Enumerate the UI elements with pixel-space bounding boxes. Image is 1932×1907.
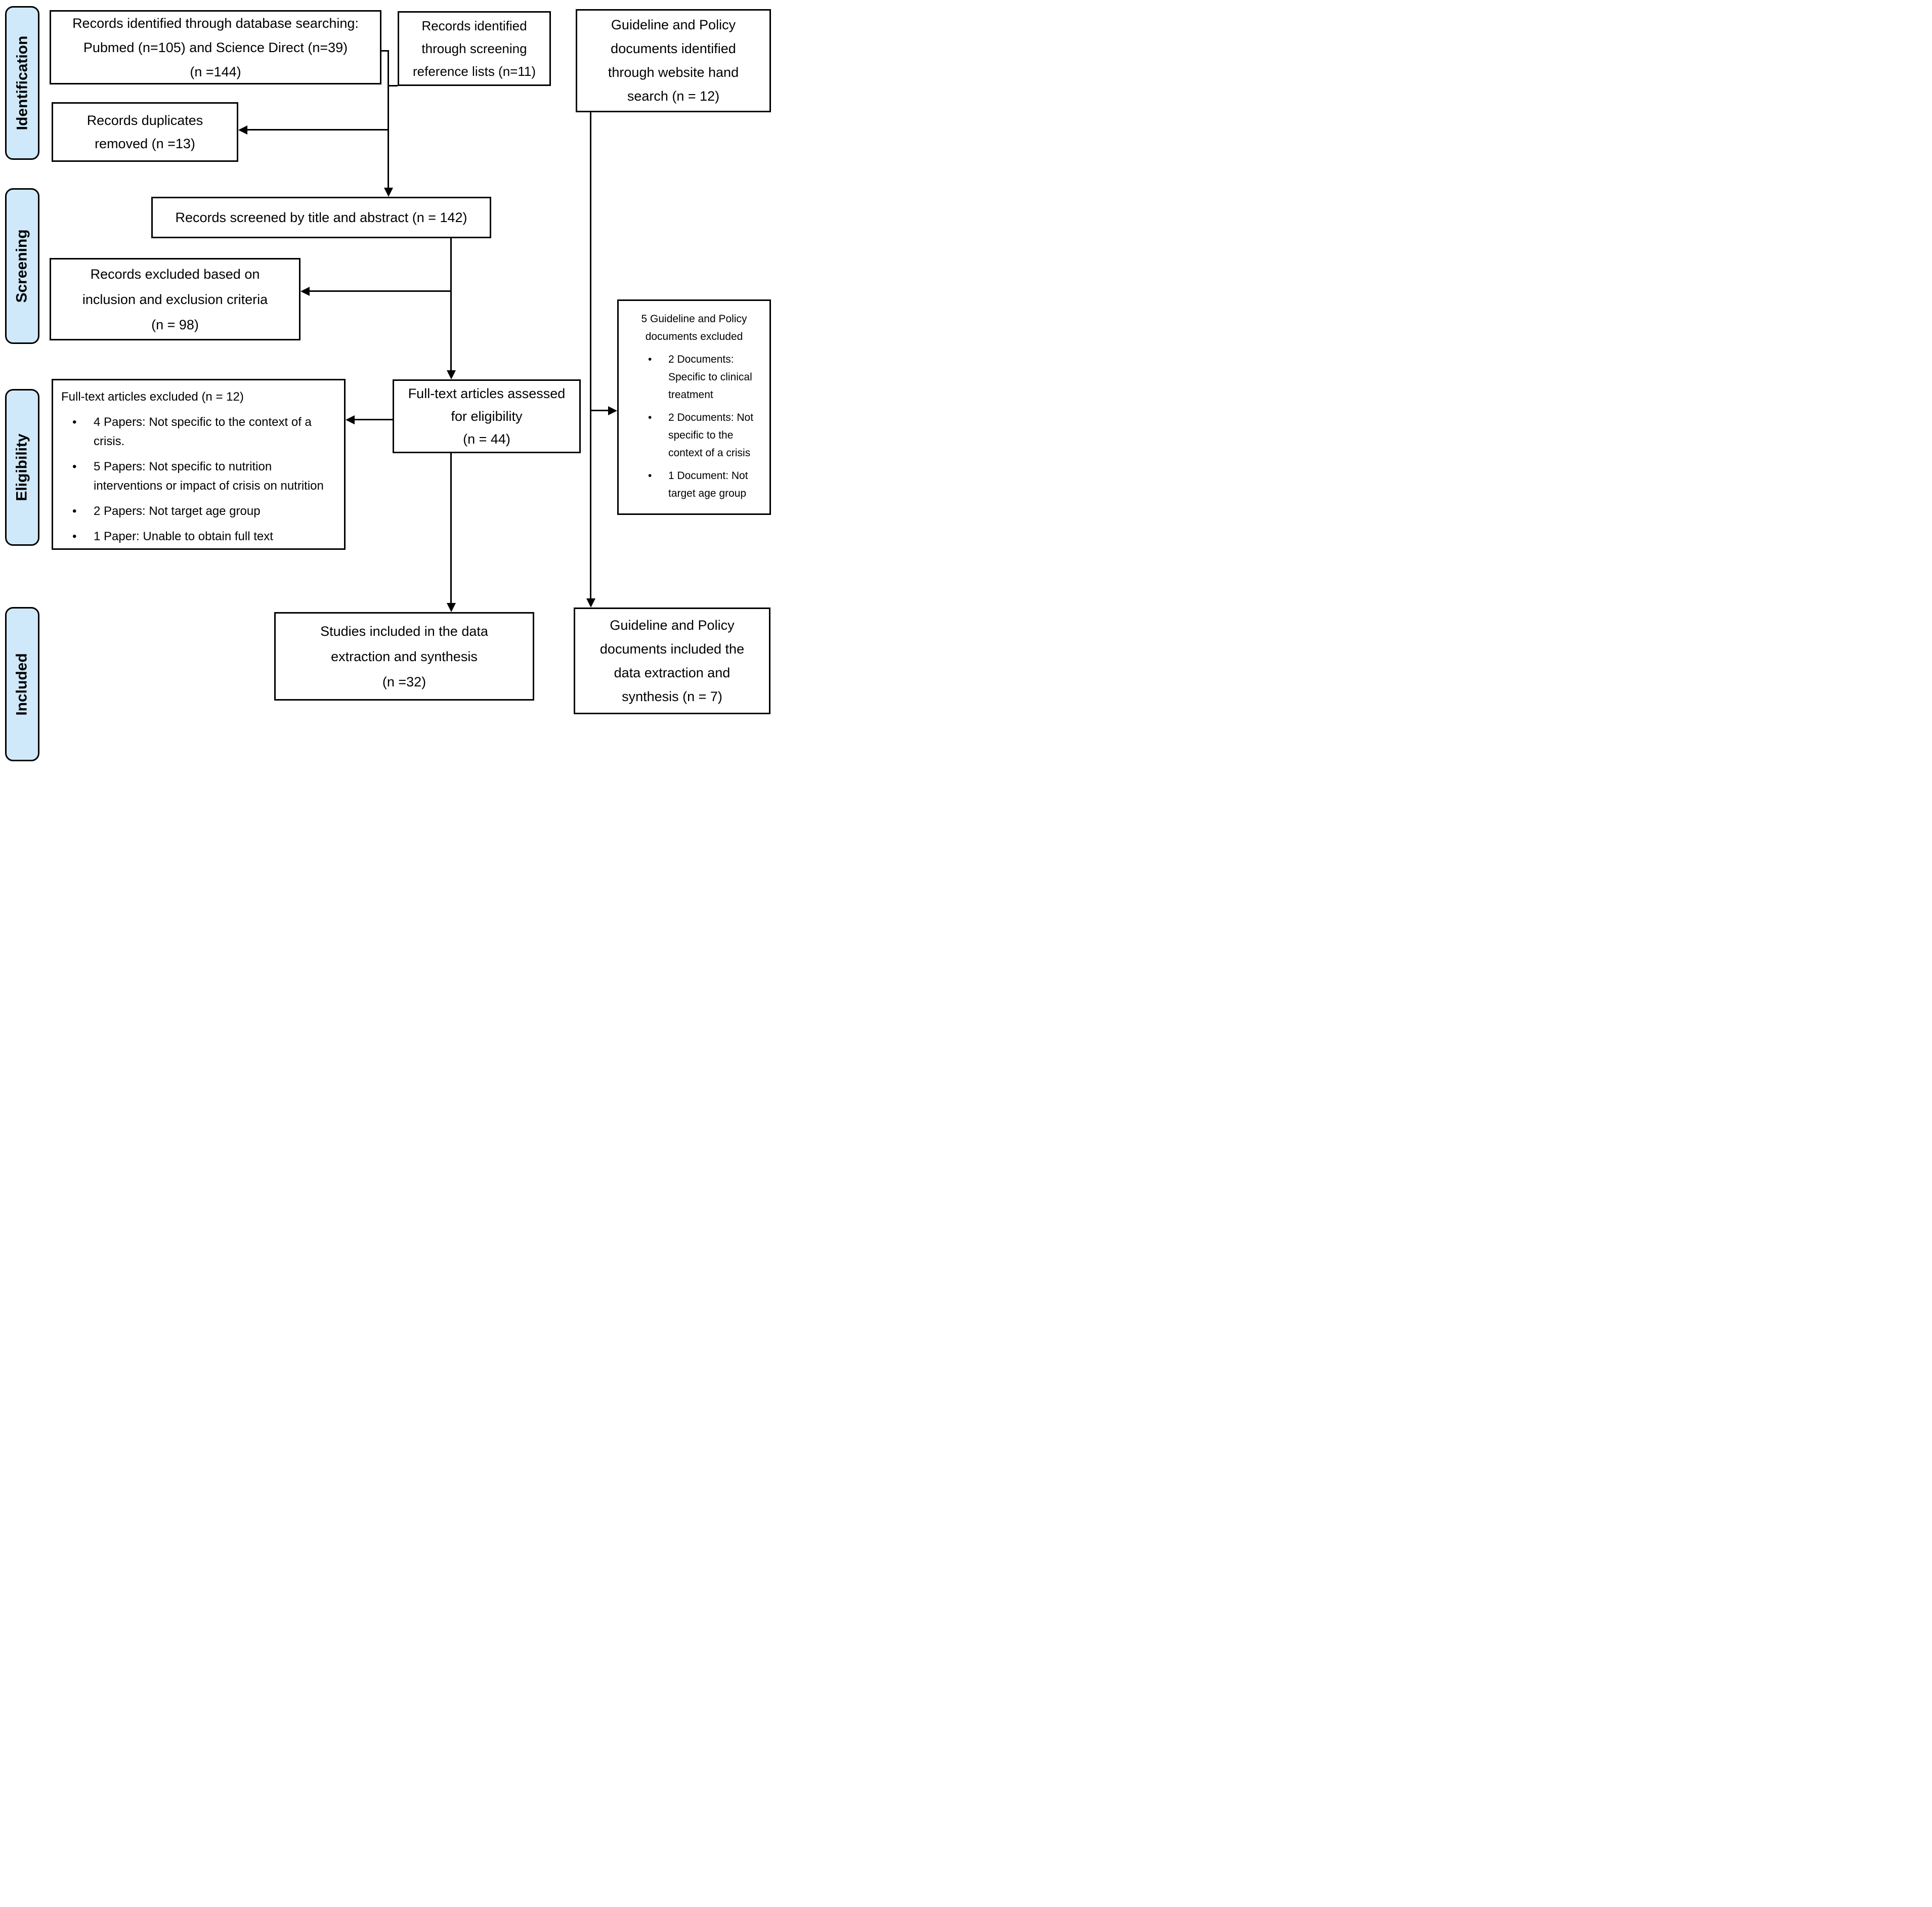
box-text-line: Records identified — [421, 18, 527, 33]
arrowhead-into-guideline-excluded — [608, 406, 617, 415]
box-records-identified-database: Records identified through database sear… — [50, 10, 381, 84]
bullet-item: 1 Document: Not target age group — [623, 467, 765, 502]
guideline-excluded-bullet-list: 2 Documents: Specific to clinical treatm… — [623, 345, 765, 502]
box-text-line: extraction and synthesis — [331, 648, 478, 664]
arrowhead-into-studies-included — [447, 603, 456, 612]
box-text-line: Records duplicates — [87, 113, 203, 128]
connector-to-guideline-excluded — [591, 410, 608, 411]
arrowhead-into-guideline-included — [586, 598, 595, 608]
box-records-excluded: Records excluded based on inclusion and … — [50, 258, 300, 340]
box-text-line: Records identified through database sear… — [72, 15, 359, 31]
box-duplicates-removed: Records duplicates removed (n =13) — [52, 102, 238, 162]
box-text-line: documents identified — [611, 41, 736, 56]
box-text-line: Records screened by title and abstract (… — [175, 210, 467, 225]
arrowhead-into-fulltext-excluded — [346, 415, 355, 424]
box-text-line: (n =144) — [190, 64, 241, 79]
connector-to-duplicates — [247, 129, 389, 131]
arrowhead-into-records-excluded — [300, 287, 310, 296]
stage-eligibility-label: Eligibility — [14, 434, 31, 501]
box-records-identified-reference-lists: Records identified through screening ref… — [398, 11, 551, 86]
box-text-line: (n = 98) — [151, 317, 199, 332]
stage-eligibility: Eligibility — [5, 389, 39, 546]
stage-screening-label: Screening — [14, 229, 30, 303]
box-text-line: inclusion and exclusion criteria — [82, 291, 268, 307]
box-guideline-policy-identified: Guideline and Policy documents identifie… — [576, 9, 771, 112]
box-fulltext-excluded: Full-text articles excluded (n = 12) 4 P… — [52, 379, 346, 550]
box-text-line: (n = 44) — [463, 431, 510, 447]
stage-included-label: Included — [14, 653, 30, 716]
connector-reference-stub — [389, 85, 398, 86]
bullet-item: 2 Documents: Not specific to the context… — [623, 409, 765, 462]
connector-trunk-screening — [450, 238, 452, 371]
box-text-line: removed (n =13) — [95, 136, 195, 151]
box-text-line: for eligibility — [451, 408, 523, 424]
bullet-item: 2 Documents: Specific to clinical treatm… — [623, 351, 765, 404]
fulltext-excluded-bullet-list: 4 Papers: Not specific to the context of… — [61, 407, 339, 546]
stage-identification-label: Identification — [14, 35, 31, 131]
box-text-line: search (n = 12) — [627, 89, 720, 104]
connector-to-fulltext-excluded — [355, 419, 393, 420]
box-text-line: Guideline and Policy — [610, 617, 735, 633]
box-guideline-policy-included: Guideline and Policy documents included … — [574, 608, 770, 714]
box-text-line: synthesis (n = 7) — [622, 688, 722, 704]
box-title-line: 5 Guideline and Policy — [641, 313, 747, 325]
box-text-line: Studies included in the data — [320, 623, 488, 639]
box-text-line: reference lists (n=11) — [412, 63, 536, 79]
box-text-line: through website hand — [608, 65, 739, 80]
bullet-item: 5 Papers: Not specific to nutrition inte… — [61, 457, 339, 496]
box-text-line: Guideline and Policy — [611, 17, 736, 32]
stage-included: Included — [5, 607, 39, 761]
box-text-line: Records excluded based on — [90, 266, 260, 282]
connector-trunk-eligibility — [450, 453, 452, 603]
bullet-item: 4 Papers: Not specific to the context of… — [61, 413, 339, 451]
box-text-line: documents included the — [599, 641, 745, 657]
connector-db-stub — [381, 50, 389, 52]
connector-trunk-identification — [388, 50, 389, 189]
bullet-item: 1 Paper: Unable to obtain full text — [61, 527, 339, 546]
box-text-line: (n =32) — [382, 674, 426, 689]
box-text-line: data extraction and — [614, 665, 731, 680]
stage-screening: Screening — [5, 188, 39, 344]
box-records-screened: Records screened by title and abstract (… — [151, 197, 491, 238]
box-text-line: Full-text articles assessed — [408, 385, 566, 401]
box-fulltext-assessed: Full-text articles assessed for eligibil… — [393, 379, 581, 453]
stage-identification: Identification — [5, 6, 39, 160]
box-studies-included: Studies included in the data extraction … — [274, 612, 534, 701]
box-text-line: Pubmed (n=105) and Science Direct (n=39) — [83, 39, 348, 55]
connector-trunk-guideline — [590, 112, 591, 599]
box-title: Full-text articles excluded (n = 12) — [61, 390, 244, 404]
box-text-line: through screening — [421, 40, 527, 56]
prisma-flow-diagram: Identification Screening Eligibility Inc… — [0, 0, 773, 763]
box-guideline-policy-excluded: 5 Guideline and Policy documents exclude… — [617, 299, 771, 515]
arrowhead-into-assessed — [447, 370, 456, 379]
bullet-item: 2 Papers: Not target age group — [61, 502, 339, 521]
connector-to-records-excluded — [310, 290, 452, 292]
box-title-line: documents excluded — [645, 331, 743, 342]
arrowhead-into-duplicates — [238, 125, 247, 135]
arrowhead-into-screened — [384, 188, 393, 197]
